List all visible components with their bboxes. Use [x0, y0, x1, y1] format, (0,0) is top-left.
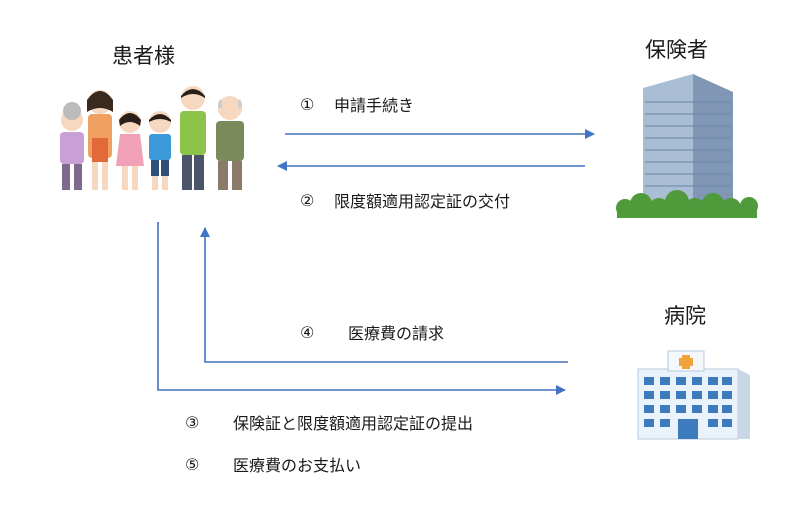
step-3: ③ 保険証と限度額適用認定証の提出	[185, 410, 473, 434]
step-4-number: ④	[300, 322, 315, 342]
grandfather-figure	[216, 96, 244, 190]
step-3-number: ③	[185, 412, 200, 432]
step-2: ② 限度額適用認定証の交付	[300, 188, 510, 212]
family-illustration	[60, 86, 244, 190]
arrow-submission	[157, 222, 566, 395]
girl-figure	[116, 111, 144, 190]
hospital-building-icon	[637, 350, 750, 440]
insurer-building-icon	[616, 74, 758, 218]
patient-label: 患者様	[112, 44, 175, 68]
grandmother-figure	[60, 102, 84, 190]
tree-bushes	[616, 190, 758, 218]
father-figure	[180, 86, 206, 190]
step-3-text: 保険証と限度額適用認定証の提出	[233, 414, 474, 433]
step-5-number: ⑤	[185, 454, 200, 474]
mother-figure	[87, 90, 113, 190]
step-2-number: ②	[300, 190, 315, 210]
hospital-entrance	[678, 419, 698, 439]
step-4: ④ 医療費の請求	[300, 320, 444, 344]
step-1-text: 申請手続き	[334, 96, 415, 115]
step-4-text: 医療費の請求	[348, 324, 445, 343]
insurer-label: 保険者	[645, 38, 708, 62]
boy-figure	[149, 111, 171, 190]
step-1-number: ①	[300, 94, 315, 114]
step-5-text: 医療費のお支払い	[233, 456, 362, 475]
hospital-windows	[644, 377, 732, 427]
arrow-billing	[200, 227, 568, 363]
step-5: ⑤ 医療費のお支払い	[185, 452, 361, 476]
step-2-text: 限度額適用認定証の交付	[334, 192, 511, 211]
step-1: ① 申請手続き	[300, 92, 414, 116]
hospital-label: 病院	[664, 304, 706, 328]
